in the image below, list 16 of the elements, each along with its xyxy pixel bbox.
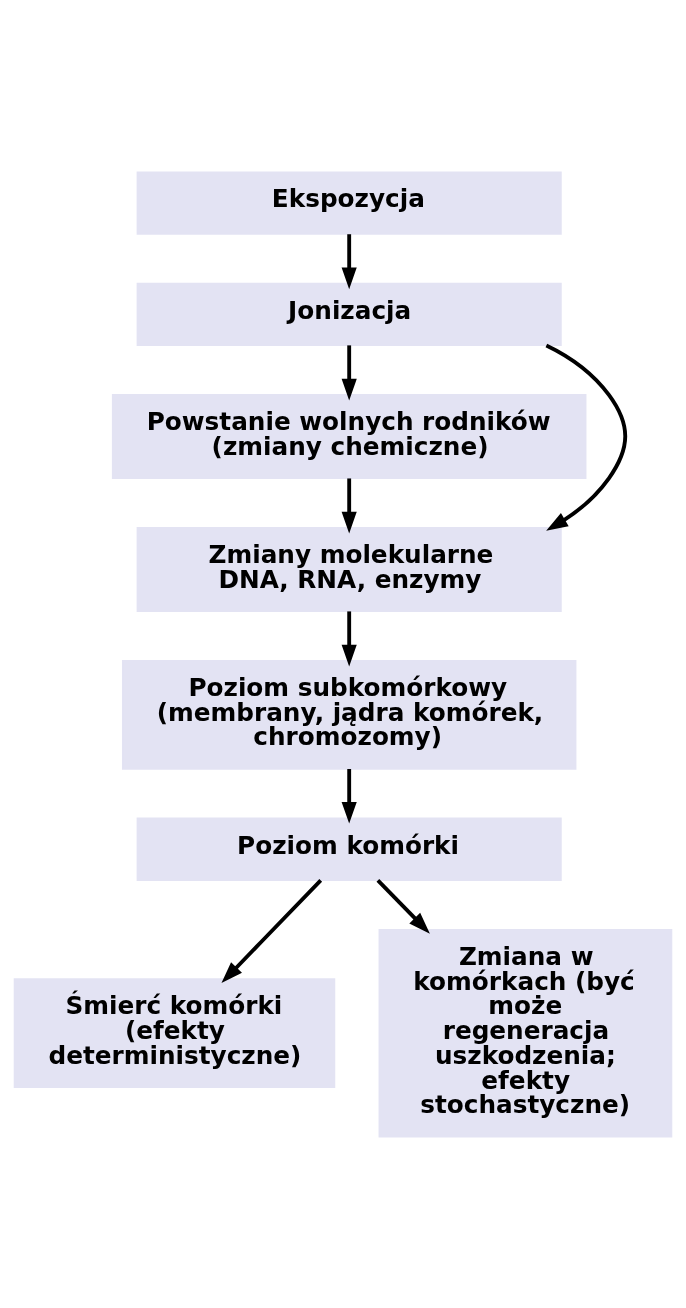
arrow [341,768,357,824]
arrow [341,344,357,400]
node-box: Ekspozycja [136,170,562,235]
node-box: Śmierć komórki (efekty deterministyczne) [13,977,336,1088]
arrow [545,343,628,531]
arrow [341,610,357,666]
arrow [341,233,357,289]
node-box: Jonizacja [136,282,562,346]
arrow [376,878,430,934]
node-box: Poziom subkomórkowy (membrany, jądra komórek, chromozomy) [121,659,577,770]
arrow [341,477,357,533]
node-box: Powstanie wolnych rodników (zmiany chemiczne) [111,393,587,479]
node-box: Zmiany molekularne DNA, RNA, enzymy [136,526,562,612]
node-box: Zmiana w komórkach (być może regeneracja uszkodzenia; efekty stochastyczne) [378,928,673,1138]
node-box: Poziom komórki [136,817,562,881]
arrow [221,878,323,983]
